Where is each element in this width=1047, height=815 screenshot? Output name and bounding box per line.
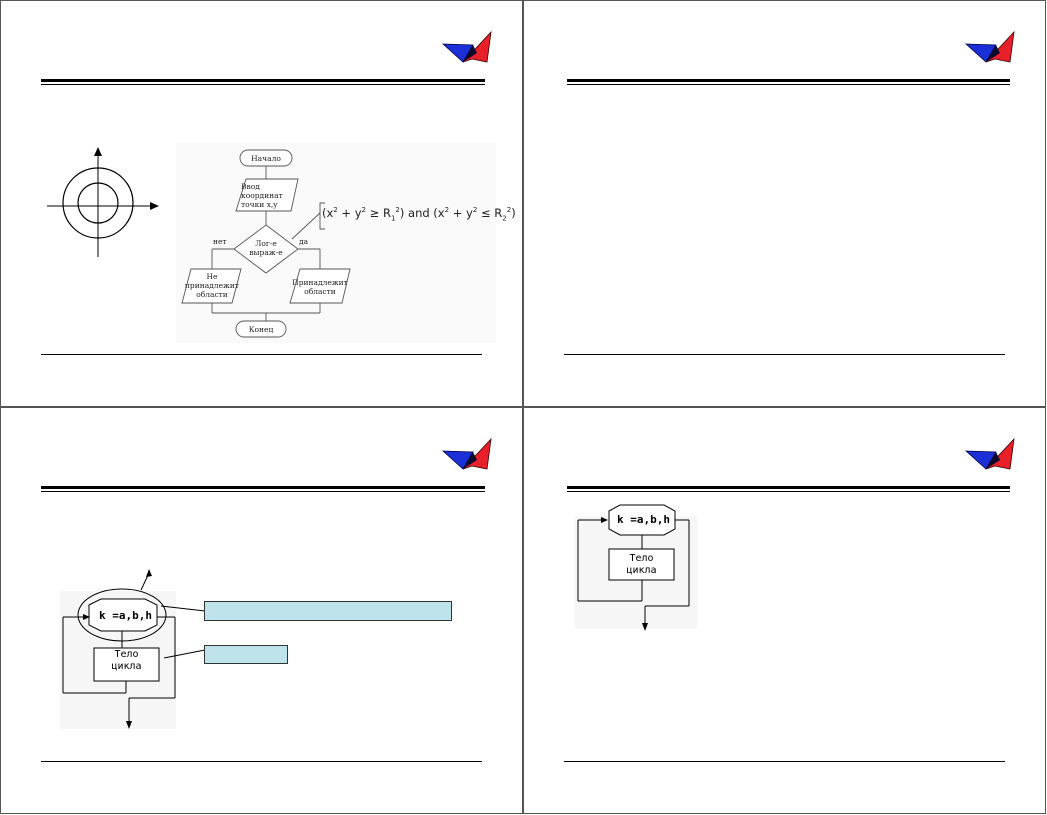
flowchart-no-branch-line-3: области	[196, 290, 228, 299]
logo-icon	[442, 31, 492, 63]
title-rule-thin	[567, 84, 1010, 85]
title-rule-thick	[567, 486, 1010, 489]
formula-part: ) and (x	[399, 206, 445, 220]
slide-3: k =a,b,h Тело цикла	[0, 407, 523, 814]
formula-sup: 2	[506, 206, 512, 215]
loop-body-callout	[204, 645, 288, 664]
loop-body-label: Тело цикла	[609, 553, 674, 577]
formula-part: ≥ R	[366, 206, 391, 220]
slide-1: Начало Ввод координат точки x,y Лог-е вы…	[0, 0, 523, 407]
footer-rule	[41, 354, 482, 355]
flowchart-decision-line-2: выраж-е	[249, 248, 283, 257]
title-rule-thin	[41, 491, 485, 492]
title-rule-thick	[41, 486, 485, 489]
formula-sup: 2	[444, 206, 450, 215]
formula-part: (x	[322, 206, 334, 220]
logo-icon	[965, 31, 1015, 63]
logo-icon	[965, 438, 1015, 470]
footer-rule	[41, 761, 482, 762]
flowchart-input-line-1: Ввод	[241, 182, 260, 191]
loop-diagram	[60, 569, 176, 729]
title-rule-thin	[41, 84, 485, 85]
flowchart-start: Начало	[251, 154, 281, 163]
formula-sup: 2	[472, 206, 478, 215]
title-rule-thick	[41, 79, 485, 82]
formula-sup: 2	[333, 206, 338, 215]
condition-formula: (x2 + y2 ≥ R12) and (x2 + y2 ≤ R22)	[322, 206, 516, 222]
footer-rule	[564, 354, 1005, 355]
formula-part: + y	[337, 206, 362, 220]
loop-header-label: k =a,b,h	[617, 513, 670, 526]
title-rule-thin	[567, 491, 1010, 492]
flowchart-no-branch-line-1: Не	[206, 272, 218, 281]
formula-sub: 2	[502, 214, 507, 223]
formula-sup: 2	[395, 206, 400, 215]
slide-2	[523, 0, 1046, 407]
flowchart-end: Конец	[248, 325, 274, 334]
flowchart-diagram	[176, 143, 496, 343]
callout-connectors	[161, 605, 206, 659]
loop-body-line-1: Тело	[114, 649, 139, 660]
flowchart-yes-branch-line-2: области	[304, 287, 336, 296]
flowchart-decision: Лог-е выраж-е	[241, 239, 291, 257]
loop-body-line-2: цикла	[626, 565, 657, 576]
loop-body-line-1: Тело	[629, 553, 654, 564]
flowchart-no-branch-line-2: принадлежит	[184, 281, 240, 290]
coordinate-axes-icon	[47, 147, 159, 257]
flowchart-yes-label: да	[299, 237, 309, 246]
formula-sub: 1	[390, 214, 396, 223]
flowchart-yes-branch-line-1: Принадлежит	[292, 278, 348, 287]
flowchart-no-label: нет	[213, 237, 227, 246]
loop-body-label: Тело цикла	[94, 649, 159, 673]
formula-sup: 2	[361, 206, 366, 215]
flowchart-input-line-2: координат	[241, 191, 283, 200]
loop-header-callout	[204, 601, 452, 621]
flowchart-input-line-3: точки x,y	[241, 200, 278, 209]
flowchart-decision-line-1: Лог-е	[255, 239, 277, 248]
slide-4: k =a,b,h Тело цикла	[523, 407, 1046, 814]
title-rule-thick	[567, 79, 1010, 82]
loop-header-label: k =a,b,h	[99, 609, 152, 622]
formula-part: )	[511, 206, 516, 220]
flowchart-input: Ввод координат точки x,y	[241, 182, 301, 209]
flowchart-yes-branch: Принадлежит области	[290, 278, 350, 296]
logo-icon	[442, 438, 492, 470]
formula-part: ≤ R	[477, 206, 503, 220]
loop-body-line-2: цикла	[111, 661, 142, 672]
flowchart-no-branch: Не принадлежит области	[184, 272, 240, 299]
footer-rule	[564, 761, 1005, 762]
loop-diagram	[575, 504, 697, 631]
formula-part: + y	[449, 206, 473, 220]
